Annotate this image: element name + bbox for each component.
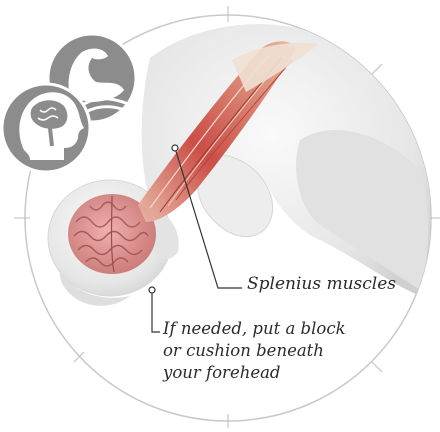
tick-top-right [372,64,382,74]
note-line-3: your forehead [163,362,346,384]
note-leader-dot [149,287,155,293]
brain-head-icon [2,84,90,172]
note-line-1: If needed, put a block [163,318,346,340]
splenius-leader-dot [172,145,178,151]
splenius-label: Splenius muscles [247,274,396,294]
tick-bottom-right [372,362,382,372]
note-line-2: or cushion beneath [163,340,346,362]
forehead-support-note: If needed, put a block or cushion beneat… [163,318,346,384]
